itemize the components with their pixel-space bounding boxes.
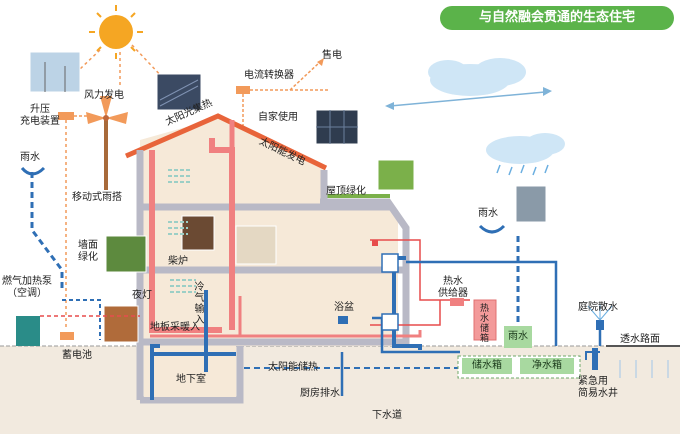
warm-air-flow bbox=[168, 169, 196, 293]
wind-arrow bbox=[389, 91, 546, 107]
label-hot-tank: 热水储箱 bbox=[479, 304, 489, 344]
label-sewer: 下水道 bbox=[372, 410, 402, 421]
rain-gutter-photo bbox=[515, 185, 547, 223]
label-clean-tank: 净水箱 bbox=[532, 360, 562, 371]
converter-device bbox=[236, 86, 250, 94]
living-room-photo bbox=[235, 225, 277, 265]
battery-device bbox=[60, 332, 74, 340]
label-emergency-well: 紧急用 简易水井 bbox=[578, 376, 618, 399]
boost-charger-device bbox=[58, 112, 74, 120]
hot-water-pipes bbox=[149, 120, 235, 333]
rain-tank bbox=[504, 326, 532, 348]
label-gas-heat-pump: 燃气加热泵 （空调） bbox=[2, 276, 52, 299]
permeable-flow bbox=[619, 360, 669, 378]
label-water-heater: 热水 供给器 bbox=[438, 276, 468, 299]
label-floor-heating: 地板采暖入 bbox=[150, 322, 200, 333]
floor-heating-photo bbox=[103, 305, 139, 343]
clean-tank bbox=[520, 358, 574, 374]
label-boost-charger: 升压 充电装置 bbox=[20, 104, 60, 127]
hot-water-tank bbox=[473, 299, 497, 341]
label-wood-stove: 柴炉 bbox=[168, 256, 188, 267]
water-heater-device bbox=[450, 298, 464, 306]
sun-ray bbox=[131, 44, 166, 81]
label-night-light: 夜灯 bbox=[132, 290, 152, 301]
label-battery: 蓄电池 bbox=[62, 350, 92, 361]
rain-drops bbox=[496, 164, 549, 176]
rain-downpipe bbox=[30, 172, 64, 290]
label-roof-green: 屋顶绿化 bbox=[326, 186, 366, 197]
label-kitchen-drain: 厨房排水 bbox=[300, 388, 340, 399]
lower-toilet-icon bbox=[381, 313, 399, 331]
label-wind-power: 风力发电 bbox=[84, 90, 124, 101]
label-permeable-road: 透水路面 bbox=[620, 334, 660, 345]
upper-toilet-icon bbox=[381, 253, 399, 273]
label-bathtub: 浴盆 bbox=[334, 302, 354, 313]
label-basement: 地下室 bbox=[176, 374, 206, 385]
sprinkler-icon bbox=[596, 320, 604, 330]
right-gutter bbox=[478, 224, 506, 234]
page-title: 与自然融会贯通的生态住宅 bbox=[440, 6, 674, 30]
rain-cloud-icon bbox=[486, 133, 565, 164]
wall-green-photo bbox=[105, 235, 147, 273]
label-movable-shade: 移动式雨搭 bbox=[72, 192, 122, 203]
hot-supply-line bbox=[370, 239, 470, 301]
heat-pump-unit bbox=[16, 316, 40, 346]
power-line bbox=[289, 61, 321, 91]
roof bbox=[125, 113, 328, 171]
label-rain-tank: 雨水 bbox=[508, 331, 528, 342]
storage-tank bbox=[462, 358, 512, 374]
label-solar-storage: 太阳能储热 bbox=[268, 362, 318, 373]
label-self-use: 自家使用 bbox=[258, 112, 298, 123]
water-pipes bbox=[150, 256, 422, 400]
left-gutter bbox=[20, 166, 46, 176]
label-rain-right: 雨水 bbox=[478, 208, 498, 219]
label-converter: 电流转换器 bbox=[244, 70, 294, 81]
sun-icon bbox=[89, 5, 143, 59]
well-pump-icon bbox=[592, 348, 598, 370]
windmill-icon bbox=[86, 96, 128, 190]
bathtub-faucet-icon bbox=[338, 316, 348, 324]
house-walls bbox=[136, 150, 410, 404]
wind-turbine-photo bbox=[29, 51, 81, 93]
roof-green-photo bbox=[377, 159, 415, 191]
label-cold-air: 冷气输入 bbox=[194, 282, 205, 326]
label-garden-sprinkle: 庭院散水 bbox=[578, 302, 618, 313]
cloud-icon bbox=[428, 58, 526, 96]
label-storage-tank: 储水箱 bbox=[472, 360, 502, 371]
label-wall-green: 墙面 绿化 bbox=[78, 240, 98, 263]
label-rain-left: 雨水 bbox=[20, 152, 40, 163]
label-sell-power: 售电 bbox=[322, 50, 342, 61]
